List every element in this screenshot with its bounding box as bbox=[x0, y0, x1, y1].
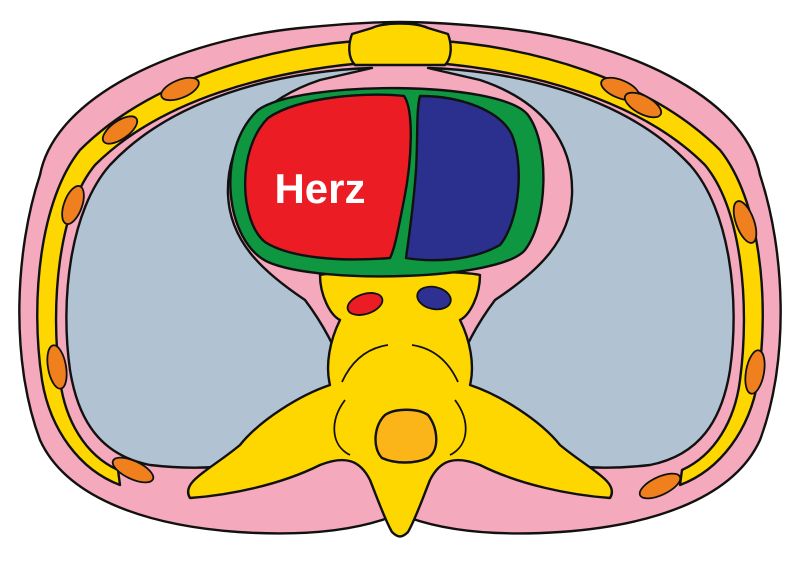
heart-label: Herz bbox=[274, 165, 365, 212]
heart-left-chamber bbox=[406, 96, 519, 260]
spinal-cord bbox=[376, 410, 437, 463]
sternum bbox=[349, 24, 450, 66]
